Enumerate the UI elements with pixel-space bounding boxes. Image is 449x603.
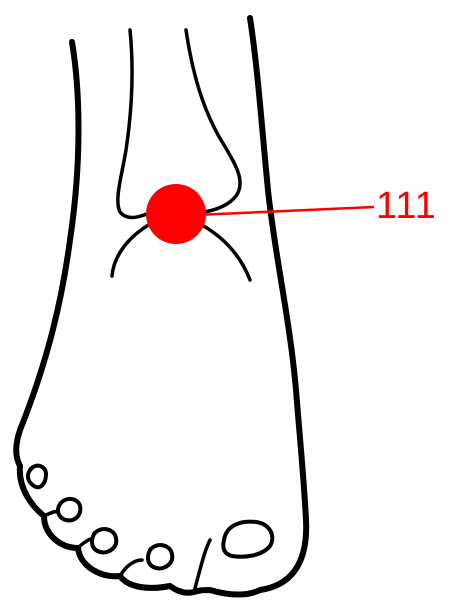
toenail-third: [92, 529, 116, 552]
acupoint-marker: [146, 184, 206, 244]
toe-gap-3: [120, 560, 142, 576]
toe-gap-4: [194, 540, 210, 592]
foot-right-contour: [250, 18, 306, 590]
toenail-big: [223, 522, 272, 557]
foot-left-contour: [16, 42, 78, 466]
toes-outline: [20, 466, 260, 595]
acupoint-label: 111: [376, 184, 437, 228]
toenail-second: [148, 545, 172, 568]
ankle-crease-right: [200, 224, 250, 280]
toenail-fourth: [58, 499, 80, 520]
tendon-left: [118, 30, 152, 217]
tendon-right: [186, 30, 240, 212]
toenail-little: [28, 466, 46, 488]
ankle-crease-left: [112, 224, 150, 276]
